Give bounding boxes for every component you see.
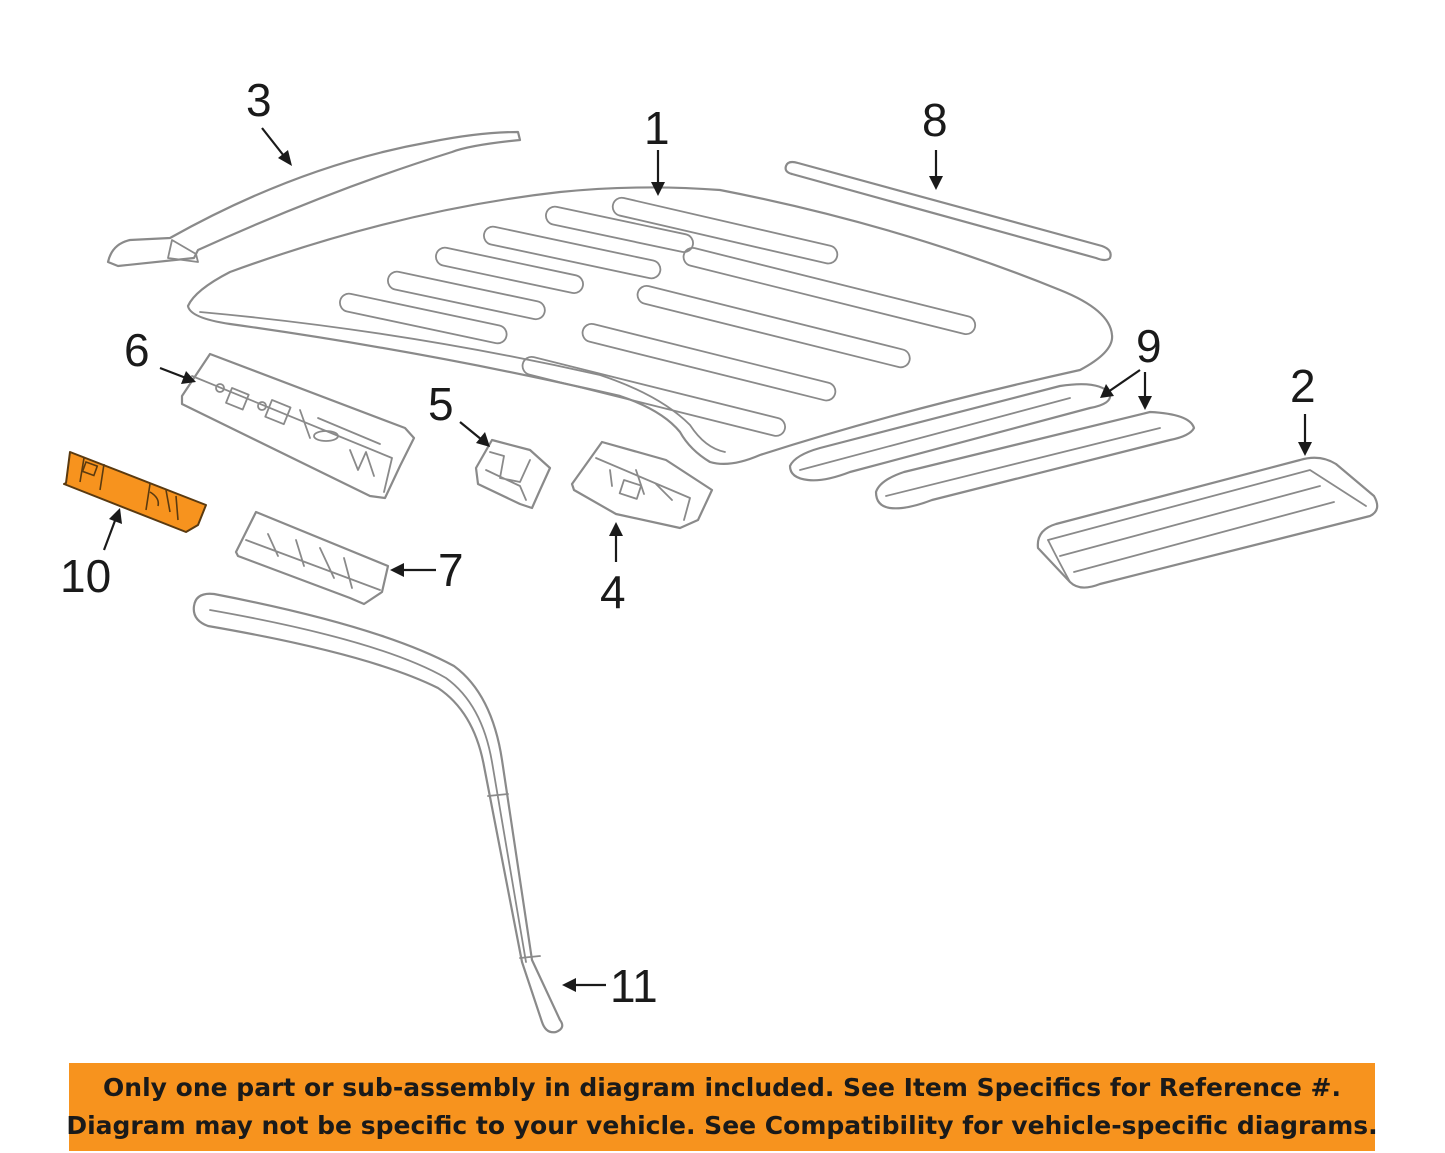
part-1-roof-panel [186, 186, 1114, 465]
part-8-roof-strip [784, 160, 1112, 262]
part-4-bracket [570, 440, 714, 530]
part-2-roof-rail [1036, 456, 1379, 589]
part-10-reinforcement-highlighted [63, 451, 207, 533]
callout-1: 1 [644, 102, 670, 154]
part-7-bracket [234, 510, 390, 606]
callout-labels: 3 1 8 6 9 2 5 10 7 4 11 [60, 74, 1316, 1012]
callout-5: 5 [428, 378, 454, 430]
disclaimer-banner: Only one part or sub-assembly in diagram… [66, 1063, 1378, 1151]
part-3-roof-rail [106, 130, 522, 268]
callout-9: 9 [1136, 320, 1162, 372]
callout-11: 11 [610, 960, 658, 1012]
callout-3: 3 [246, 74, 272, 126]
callout-7: 7 [438, 544, 464, 596]
part-9-roof-bows [788, 383, 1196, 510]
disclaimer-line-2: Diagram may not be specific to your vehi… [66, 1111, 1378, 1140]
leader-arrows [102, 127, 1312, 992]
callout-10: 10 [60, 550, 111, 602]
callout-8: 8 [922, 94, 948, 146]
part-6-bracket [180, 352, 416, 500]
callout-2: 2 [1290, 360, 1316, 412]
callout-6: 6 [124, 324, 150, 376]
part-5-small-bracket [474, 438, 552, 510]
callout-4: 4 [600, 566, 626, 618]
disclaimer-line-1: Only one part or sub-assembly in diagram… [103, 1073, 1341, 1102]
part-11-weatherstrip [192, 592, 564, 1034]
